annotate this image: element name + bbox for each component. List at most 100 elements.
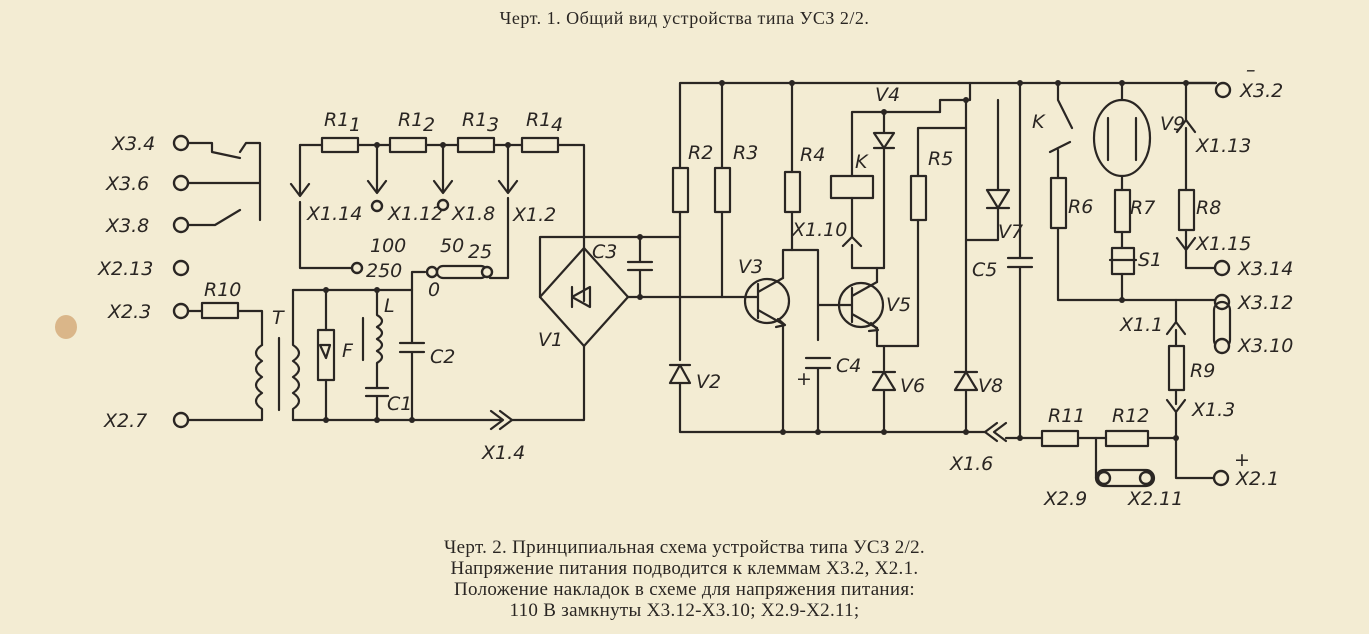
connector-x1-10: X1.10 — [791, 219, 886, 270]
transformer-t: T — [186, 288, 301, 422]
terminal-x2-13: X2.13 — [97, 258, 190, 280]
svg-text:250: 250 — [366, 260, 402, 282]
svg-text:R11: R11 — [1048, 405, 1085, 427]
relay-coil-k: K — [829, 110, 942, 239]
svg-text:R5: R5 — [928, 148, 953, 170]
bridge-rectifier-v1: V1 — [510, 235, 724, 422]
svg-text:X1.14: X1.14 — [306, 203, 362, 225]
svg-text:R12: R12 — [1112, 405, 1149, 427]
diode-v2: V2 — [668, 363, 987, 434]
resistor-r7: R7 — [1113, 188, 1155, 234]
svg-text:C5: C5 — [972, 259, 997, 281]
svg-text:50: 50 — [440, 235, 464, 257]
capacitor-c5: C5 — [972, 80, 1034, 440]
svg-text:R1: R1 — [526, 109, 551, 131]
figure-1-caption: Черт. 1. Общий вид устройства типа УСЗ 2… — [499, 8, 870, 28]
connector-x1-6: X1.6 — [949, 421, 1044, 475]
svg-text:X2.11: X2.11 — [1127, 488, 1183, 510]
svg-text:C3: C3 — [592, 241, 617, 263]
connector-x1-13: X1.13 — [1175, 80, 1251, 192]
svg-text:X1.12: X1.12 — [387, 203, 443, 225]
svg-text:1: 1 — [349, 114, 361, 136]
svg-text:3: 3 — [487, 114, 499, 136]
terminal-x2-1: X2.1 + — [1212, 449, 1279, 490]
capacitor-c3: C3 — [592, 234, 654, 300]
svg-text:R2: R2 — [688, 142, 713, 164]
svg-text:K: K — [855, 151, 869, 173]
svg-text:V1: V1 — [538, 329, 563, 351]
svg-text:X1.10: X1.10 — [791, 219, 847, 241]
svg-text:X1.1: X1.1 — [1119, 314, 1163, 336]
caption-line-3: Положение накладок в схеме для напряжени… — [454, 579, 915, 600]
caption-line-4: 110 В замкнуты X3.12-X3.10; X2.9-X2.11; — [509, 600, 860, 621]
jumper-x2-9-x2-11: X2.9 X2.11 — [1043, 436, 1216, 510]
resistor-r12: R12 — [1104, 405, 1179, 448]
tap-terminals: 100 250 50 25 0 — [350, 235, 494, 301]
connector-x1-14: X1.14 — [289, 143, 362, 270]
paper-stain — [55, 315, 77, 339]
svg-text:X2.7: X2.7 — [103, 410, 147, 432]
svg-text:0: 0 — [428, 279, 440, 301]
svg-text:4: 4 — [551, 114, 563, 136]
caption-line-1: Черт. 2. Принципиальная схема устройства… — [444, 537, 925, 558]
svg-text:R3: R3 — [733, 142, 758, 164]
diode-v6: V6 — [871, 370, 925, 435]
svg-text:X2.3: X2.3 — [107, 301, 151, 323]
svg-text:F: F — [342, 340, 354, 362]
svg-text:X1.13: X1.13 — [1195, 135, 1251, 157]
svg-text:–: – — [1246, 59, 1256, 81]
connector-x1-15: X1.15 — [1175, 233, 1251, 270]
svg-text:+: + — [796, 368, 812, 390]
svg-text:R4: R4 — [800, 144, 825, 166]
svg-text:R10: R10 — [204, 279, 241, 301]
svg-text:X1.8: X1.8 — [451, 203, 495, 225]
terminal-x2-7: X2.7 — [103, 410, 190, 432]
svg-text:R9: R9 — [1190, 360, 1215, 382]
resistor-r4: R4 — [783, 80, 825, 342]
svg-text:C4: C4 — [836, 355, 861, 377]
figure-2-caption: Черт. 2. Принципиальная схема устройства… — [0, 537, 1369, 621]
transistor-v3: V3 — [720, 248, 794, 434]
svg-text:X2.1: X2.1 — [1235, 468, 1279, 490]
connector-x1-8: X1.8 — [432, 143, 495, 225]
svg-text:X3.14: X3.14 — [1237, 258, 1293, 280]
secondary-network: F L C1 C2 — [291, 270, 504, 423]
transistor-v5: V5 — [816, 266, 920, 372]
svg-text:100: 100 — [370, 235, 406, 257]
terminal-x3-4: X3.4 — [111, 133, 190, 155]
svg-text:X3.2: X3.2 — [1239, 80, 1283, 102]
terminal-x3-8: X3.8 — [105, 215, 190, 237]
relay-contact-k: K — [1032, 81, 1074, 180]
caption-line-2: Напряжение питания подводится к клеммам … — [450, 558, 919, 579]
svg-text:X3.8: X3.8 — [105, 215, 149, 237]
terminal-x3-10: X3.10 — [1213, 335, 1293, 357]
resistor-r5: R5 — [909, 126, 968, 348]
terminal-x3-6: X3.6 — [105, 173, 190, 195]
svg-text:C2: C2 — [430, 346, 455, 368]
svg-text:V2: V2 — [696, 371, 721, 393]
wire-k-to-rail — [938, 81, 972, 114]
resistor-r10: R10 — [186, 279, 264, 347]
svg-text:X3.10: X3.10 — [1237, 335, 1293, 357]
svg-text:V6: V6 — [900, 375, 925, 397]
svg-text:X3.4: X3.4 — [111, 133, 155, 155]
top-rail — [678, 81, 1218, 170]
svg-text:R8: R8 — [1196, 197, 1221, 219]
svg-text:K: K — [1032, 111, 1046, 133]
svg-text:V5: V5 — [886, 294, 911, 316]
svg-text:+: + — [1234, 449, 1250, 471]
svg-text:X3.12: X3.12 — [1237, 292, 1293, 314]
svg-text:T: T — [272, 307, 285, 329]
svg-text:R1: R1 — [324, 109, 349, 131]
contact-group — [186, 141, 262, 227]
diode-v4: V4 — [872, 84, 900, 270]
svg-text:S1: S1 — [1138, 249, 1162, 271]
svg-text:V4: V4 — [875, 84, 900, 106]
svg-text:2: 2 — [423, 114, 435, 136]
svg-text:R1: R1 — [462, 109, 487, 131]
capacitor-c4: C4 + — [796, 355, 861, 434]
svg-text:X1.2: X1.2 — [512, 204, 556, 226]
resistor-r3: R3 — [713, 80, 758, 299]
svg-text:X1.3: X1.3 — [1191, 399, 1235, 421]
